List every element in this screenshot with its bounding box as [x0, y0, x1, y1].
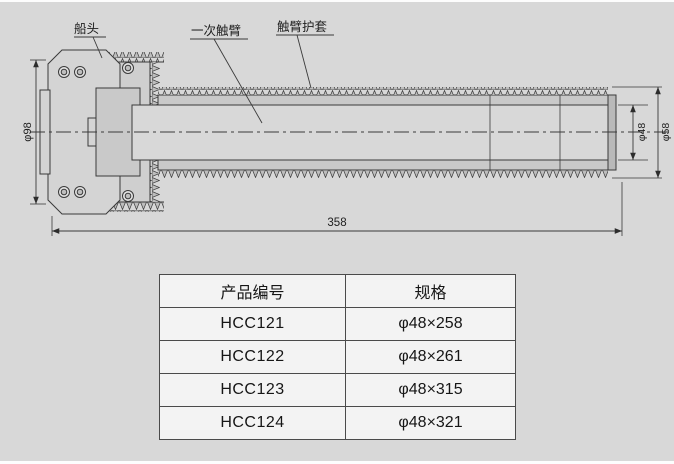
leader-sleeve-line — [296, 34, 312, 89]
table-row: HCC121 φ48×258 — [159, 307, 516, 341]
dim-length-label: 358 — [327, 217, 346, 229]
table-row: HCC124 φ48×321 — [159, 406, 516, 440]
tube-end-cap — [607, 94, 617, 171]
spec-cell: φ48×261 — [345, 340, 516, 374]
table-row: HCC122 φ48×261 — [159, 340, 516, 374]
col-header-spec: 规格 — [345, 274, 516, 308]
bolt-hole-inner — [124, 64, 132, 72]
bolt-hole-inner — [60, 68, 68, 76]
model-cell: HCC124 — [159, 406, 346, 440]
model-cell: HCC121 — [159, 307, 346, 341]
spec-cell: φ48×258 — [345, 307, 516, 341]
spec-cell: φ48×321 — [345, 406, 516, 440]
spec-table-container: 产品编号 规格 HCC121 φ48×258 HCC122 φ48×261 HC… — [159, 274, 516, 440]
dim-flange-label: φ98 — [22, 122, 34, 141]
tube-bore — [131, 104, 609, 161]
table-header-row: 产品编号 规格 — [159, 274, 516, 308]
bolt-hole-inner — [76, 188, 84, 196]
spec-cell: φ48×315 — [345, 373, 516, 407]
label-arm-sleeve: 触臂护套 — [277, 19, 328, 34]
tube-serration-top — [158, 87, 608, 95]
leader-primary-arm-line — [213, 38, 263, 124]
technical-drawing: 船头 一次触臂 触臂护套 φ98 φ48 φ58 358 — [22, 19, 672, 236]
col-header-model: 产品编号 — [159, 274, 346, 308]
boot-serration-bottom — [92, 202, 164, 212]
dim-sleeve-label: φ58 — [660, 123, 672, 142]
bolt-hole-inner — [76, 68, 84, 76]
dim-bore-label: φ48 — [636, 123, 648, 142]
bolt-holes — [58, 62, 134, 202]
boot-serration-top — [92, 52, 164, 62]
tube-serration-bottom — [158, 170, 608, 178]
table-row: HCC123 φ48×315 — [159, 373, 516, 407]
spec-table: 产品编号 规格 HCC121 φ48×258 HCC122 φ48×261 HC… — [159, 274, 516, 440]
leader-bow-line — [92, 36, 103, 59]
bolt-hole-inner — [60, 188, 68, 196]
label-bow: 船头 — [74, 22, 99, 36]
bolt-hole-inner — [124, 192, 132, 200]
model-cell: HCC122 — [159, 340, 346, 374]
label-primary-arm: 一次触臂 — [191, 24, 241, 38]
model-cell: HCC123 — [159, 373, 346, 407]
